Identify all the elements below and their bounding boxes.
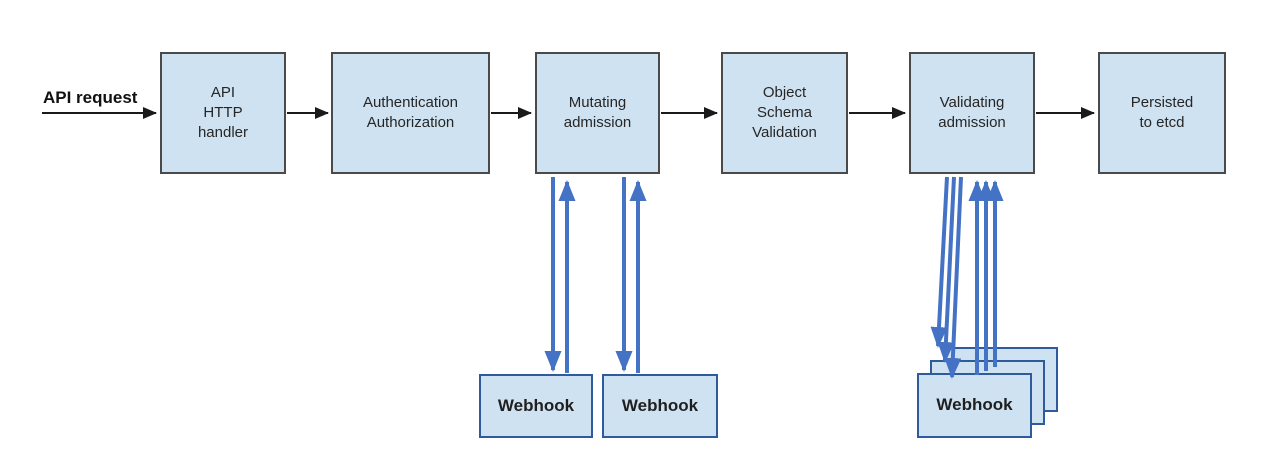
node-object-schema-validation: Object Schema Validation: [721, 52, 848, 174]
node-mutating-webhook-2: Webhook: [602, 374, 718, 438]
node-mutating-admission: Mutating admission: [535, 52, 660, 174]
arrow-validating-to-webhooks-down-2: [937, 176, 956, 363]
api-request-label: API request: [43, 88, 138, 107]
node-validating-admission: Validating admission: [909, 52, 1035, 174]
node-mutating-webhook-1: Webhook: [479, 374, 593, 438]
node-validating-webhook-front: Webhook: [917, 373, 1032, 438]
arrow-validating-to-webhooks-down-1: [930, 176, 949, 348]
node-persisted-to-etcd: Persisted to etcd: [1098, 52, 1226, 174]
node-api-http-handler: API HTTP handler: [160, 52, 286, 174]
node-authentication-authorization: Authentication Authorization: [331, 52, 490, 174]
